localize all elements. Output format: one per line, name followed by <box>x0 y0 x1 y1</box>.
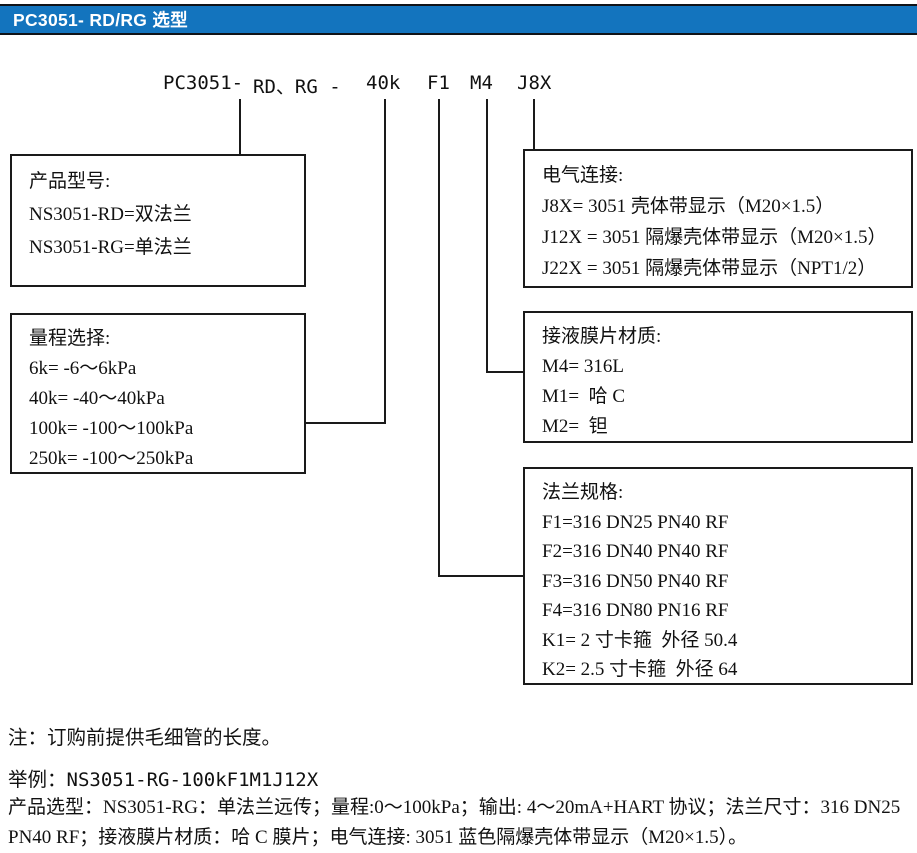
option-line: 40k= -40～40kPa <box>29 388 165 409</box>
model-code-variant: RD、RG - <box>253 76 341 98</box>
description-line-2: PN40 RF；接液膜片材质：哈 C 膜片；电气连接: 3051 蓝色隔爆壳体带… <box>8 827 748 848</box>
option-line: J12X = 3051 隔爆壳体带显示（M20×1.5） <box>542 227 887 248</box>
range-selection-box: 量程选择: 6k= -6～6kPa 40k= -40～40kPa 100k= -… <box>10 313 306 474</box>
option-line: 250k= -100～250kPa <box>29 448 194 469</box>
model-code-flange: F1 <box>427 72 450 94</box>
option-line: 100k= -100～100kPa <box>29 418 194 439</box>
description-line-1: 产品选型：NS3051-RG：单法兰远传；量程:0～100kPa；输出: 4～2… <box>8 797 901 818</box>
option-line: M1= 哈 C <box>542 386 626 407</box>
connector-variant-vline <box>239 99 241 155</box>
box-title: 电气连接: <box>542 165 624 186</box>
option-line: NS3051-RD=双法兰 <box>29 204 192 225</box>
option-line: M4= 316L <box>542 356 624 377</box>
option-line: F2=316 DN40 PN40 RF <box>542 541 729 562</box>
option-line: F1=316 DN25 PN40 RF <box>542 511 729 533</box>
box-title: 量程选择: <box>29 328 111 349</box>
option-line: 6k= -6～6kPa <box>29 358 137 379</box>
section-header-bar: PC3051- RD/RG 选型 <box>0 4 917 35</box>
flange-spec-box: 法兰规格: F1=316 DN25 PN40 RF F2=316 DN40 PN… <box>523 467 913 685</box>
page-title: PC3051- RD/RG 选型 <box>13 10 188 30</box>
option-line: F4=316 DN80 PN16 RF <box>542 600 729 621</box>
capillary-note: 注：订购前提供毛细管的长度。 <box>8 728 282 749</box>
box-title: 接液膜片材质: <box>542 326 662 347</box>
connector-range-hline <box>304 422 386 424</box>
example-label: 举例： <box>8 770 67 791</box>
option-line: J22X = 3051 隔爆壳体带显示（NPT1/2） <box>542 258 877 279</box>
option-line: NS3051-RG=单法兰 <box>29 237 192 258</box>
connector-electrical-vline <box>533 99 535 151</box>
connector-diaphragm-vline <box>486 99 488 373</box>
model-code-electrical: J8X <box>517 72 552 94</box>
connector-flange-hline <box>438 575 524 577</box>
product-model-box: 产品型号: NS3051-RD=双法兰 NS3051-RG=单法兰 <box>10 154 306 287</box>
model-code-range: 40k <box>366 72 401 94</box>
model-code-diaphragm: M4 <box>470 72 493 94</box>
example-line: 举例：NS3051-RG-100kF1M1J12X <box>8 763 318 792</box>
example-code: NS3051-RG-100kF1M1J12X <box>66 769 319 791</box>
option-line: K2= 2.5 寸卡箍 外径 64 <box>542 659 738 680</box>
box-title: 产品型号: <box>29 171 111 192</box>
diaphragm-material-box: 接液膜片材质: M4= 316L M1= 哈 C M2= 钽 <box>523 311 913 443</box>
box-title: 法兰规格: <box>542 482 624 503</box>
electrical-connection-box: 电气连接: J8X= 3051 壳体带显示（M20×1.5） J12X = 30… <box>523 149 913 288</box>
connector-diaphragm-hline <box>486 371 524 373</box>
option-line: J8X= 3051 壳体带显示（M20×1.5） <box>542 196 835 217</box>
model-code-prefix: PC3051- <box>163 72 244 94</box>
option-line: M2= 钽 <box>542 416 608 437</box>
connector-range-vline <box>384 99 386 424</box>
option-line: K1= 2 寸卡箍 外径 50.4 <box>542 629 738 651</box>
connector-flange-vline <box>438 99 440 577</box>
option-line: F3=316 DN50 PN40 RF <box>542 570 729 592</box>
